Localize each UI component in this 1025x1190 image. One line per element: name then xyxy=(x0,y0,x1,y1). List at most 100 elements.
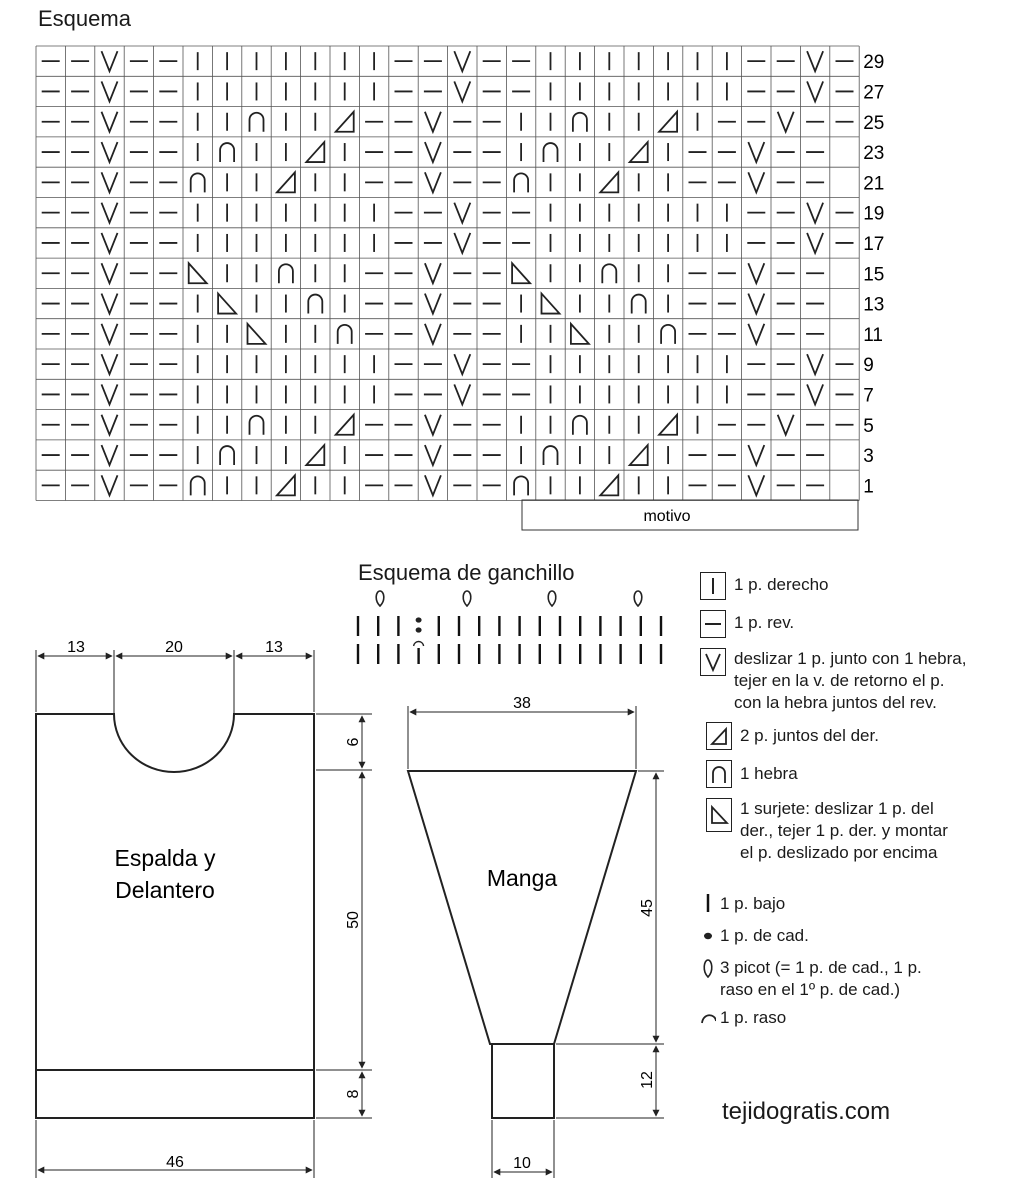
yarn-over-icon xyxy=(601,263,618,284)
k2tog-icon xyxy=(657,412,678,436)
slip-stitch-icon xyxy=(806,50,824,74)
row-label: 19 xyxy=(863,204,884,225)
yarn-over-icon xyxy=(189,475,206,496)
k2tog-icon xyxy=(627,139,649,163)
chart-grid xyxy=(35,45,860,501)
picot-icon xyxy=(633,590,643,608)
legend-item-knit: 1 p. derecho xyxy=(700,572,829,600)
schematics: 13 20 13 6 50 8 46 Espalda y Delantero 3… xyxy=(35,639,664,1178)
yarn-over-icon xyxy=(513,475,529,496)
row-label: 13 xyxy=(863,295,884,316)
motif-label: motivo xyxy=(643,508,690,525)
skpo-icon xyxy=(706,798,732,832)
skpo-icon xyxy=(246,321,268,345)
slip-stitch-icon xyxy=(747,172,766,195)
slip-stitch-icon xyxy=(424,293,442,316)
row-label: 15 xyxy=(863,264,884,285)
slip-stitch-icon xyxy=(424,141,442,165)
slip-stitch-icon xyxy=(776,111,795,135)
slip-stitch-icon xyxy=(100,111,119,135)
knit-stitch-icon xyxy=(700,572,726,600)
sleeve-dim-cuff: 12 xyxy=(639,1071,656,1089)
slip-stitch-icon xyxy=(100,353,119,377)
single-crochet-icon xyxy=(700,893,716,913)
slip-stitch-icon xyxy=(100,384,119,407)
skpo-icon xyxy=(511,260,533,285)
slip-stitch-icon xyxy=(453,384,472,407)
legend-item-picot: 3 picot (= 1 p. de cad., 1 p. raso en el… xyxy=(700,957,922,1001)
yarn-over-icon xyxy=(630,293,647,314)
slip-stitch-crochet-icon xyxy=(412,640,425,664)
sleeve-shape xyxy=(406,770,638,1119)
dim-width: 46 xyxy=(166,1154,184,1171)
slip-stitch-icon xyxy=(424,111,442,135)
yarn-over-icon xyxy=(542,445,559,466)
dim-top-mid: 20 xyxy=(165,639,183,656)
yarn-over-icon xyxy=(706,760,732,788)
slip-stitch-icon xyxy=(747,475,766,498)
slip-stitch-icon xyxy=(100,232,119,256)
slip-stitch-icon xyxy=(424,475,442,498)
yarn-over-icon xyxy=(219,142,235,163)
slip-stitch-icon xyxy=(806,232,824,256)
legend-item-slip: deslizar 1 p. junto con 1 hebra, tejer e… xyxy=(700,648,966,714)
k2tog-icon xyxy=(657,109,678,133)
slip-stitch-icon xyxy=(100,262,119,286)
slip-stitch-crochet-icon xyxy=(700,1007,716,1027)
slip-stitch-icon xyxy=(806,353,824,377)
chain-stitch-icon xyxy=(415,617,422,633)
slip-stitch-icon xyxy=(100,172,119,195)
row-label: 17 xyxy=(863,234,884,255)
yarn-over-icon xyxy=(248,414,265,435)
motif-bracket xyxy=(521,499,859,531)
chart-title: Esquema xyxy=(38,6,131,31)
dim-neck: 6 xyxy=(345,737,362,746)
row-label: 9 xyxy=(863,355,874,376)
yarn-over-icon xyxy=(542,142,559,163)
site-credit: tejidogratis.com xyxy=(722,1098,891,1125)
k2tog-icon xyxy=(304,442,326,466)
sleeve-dim-top: 38 xyxy=(513,695,531,712)
skpo-icon xyxy=(187,260,209,285)
slip-stitch-icon xyxy=(806,81,824,104)
slip-stitch-icon xyxy=(747,262,766,286)
yarn-over-icon xyxy=(660,323,676,344)
row-label: 11 xyxy=(863,325,883,346)
yarn-over-icon xyxy=(307,293,324,314)
slip-stitch-icon xyxy=(747,444,766,468)
slip-stitch-icon xyxy=(100,444,119,468)
sleeve-dim-length: 45 xyxy=(639,899,656,917)
body-piece-shape xyxy=(35,713,315,1119)
row-label: 21 xyxy=(863,173,884,194)
yarn-over-icon xyxy=(336,323,353,344)
slip-stitch-icon xyxy=(100,81,119,104)
slip-stitch-icon xyxy=(747,141,766,165)
slip-stitch-icon xyxy=(453,353,472,377)
slip-stitch-icon xyxy=(100,50,119,74)
slip-stitch-icon xyxy=(747,293,766,316)
k2tog-icon xyxy=(598,473,620,497)
legend-item-purl: 1 p. rev. xyxy=(700,610,794,638)
picot-icon xyxy=(547,590,557,608)
slip-stitch-icon xyxy=(424,323,442,347)
k2tog-icon xyxy=(274,170,296,194)
dim-top-right: 13 xyxy=(265,639,283,656)
dim-top-left: 13 xyxy=(67,639,85,656)
yarn-over-icon xyxy=(572,111,588,132)
k2tog-icon xyxy=(627,442,649,466)
row-label: 5 xyxy=(863,416,874,437)
crochet-diagram xyxy=(356,590,663,664)
picot-icon xyxy=(375,590,385,608)
slip-stitch-icon xyxy=(100,293,119,316)
skpo-icon xyxy=(217,291,239,315)
yarn-over-icon xyxy=(219,445,235,466)
slip-stitch-icon xyxy=(453,202,472,226)
chain-stitch-icon xyxy=(700,925,716,945)
picot-icon xyxy=(462,590,472,608)
slip-stitch-icon xyxy=(453,81,472,104)
slip-stitch-icon xyxy=(424,414,442,438)
k2tog-icon xyxy=(333,412,355,436)
slip-stitch-icon xyxy=(806,384,824,407)
